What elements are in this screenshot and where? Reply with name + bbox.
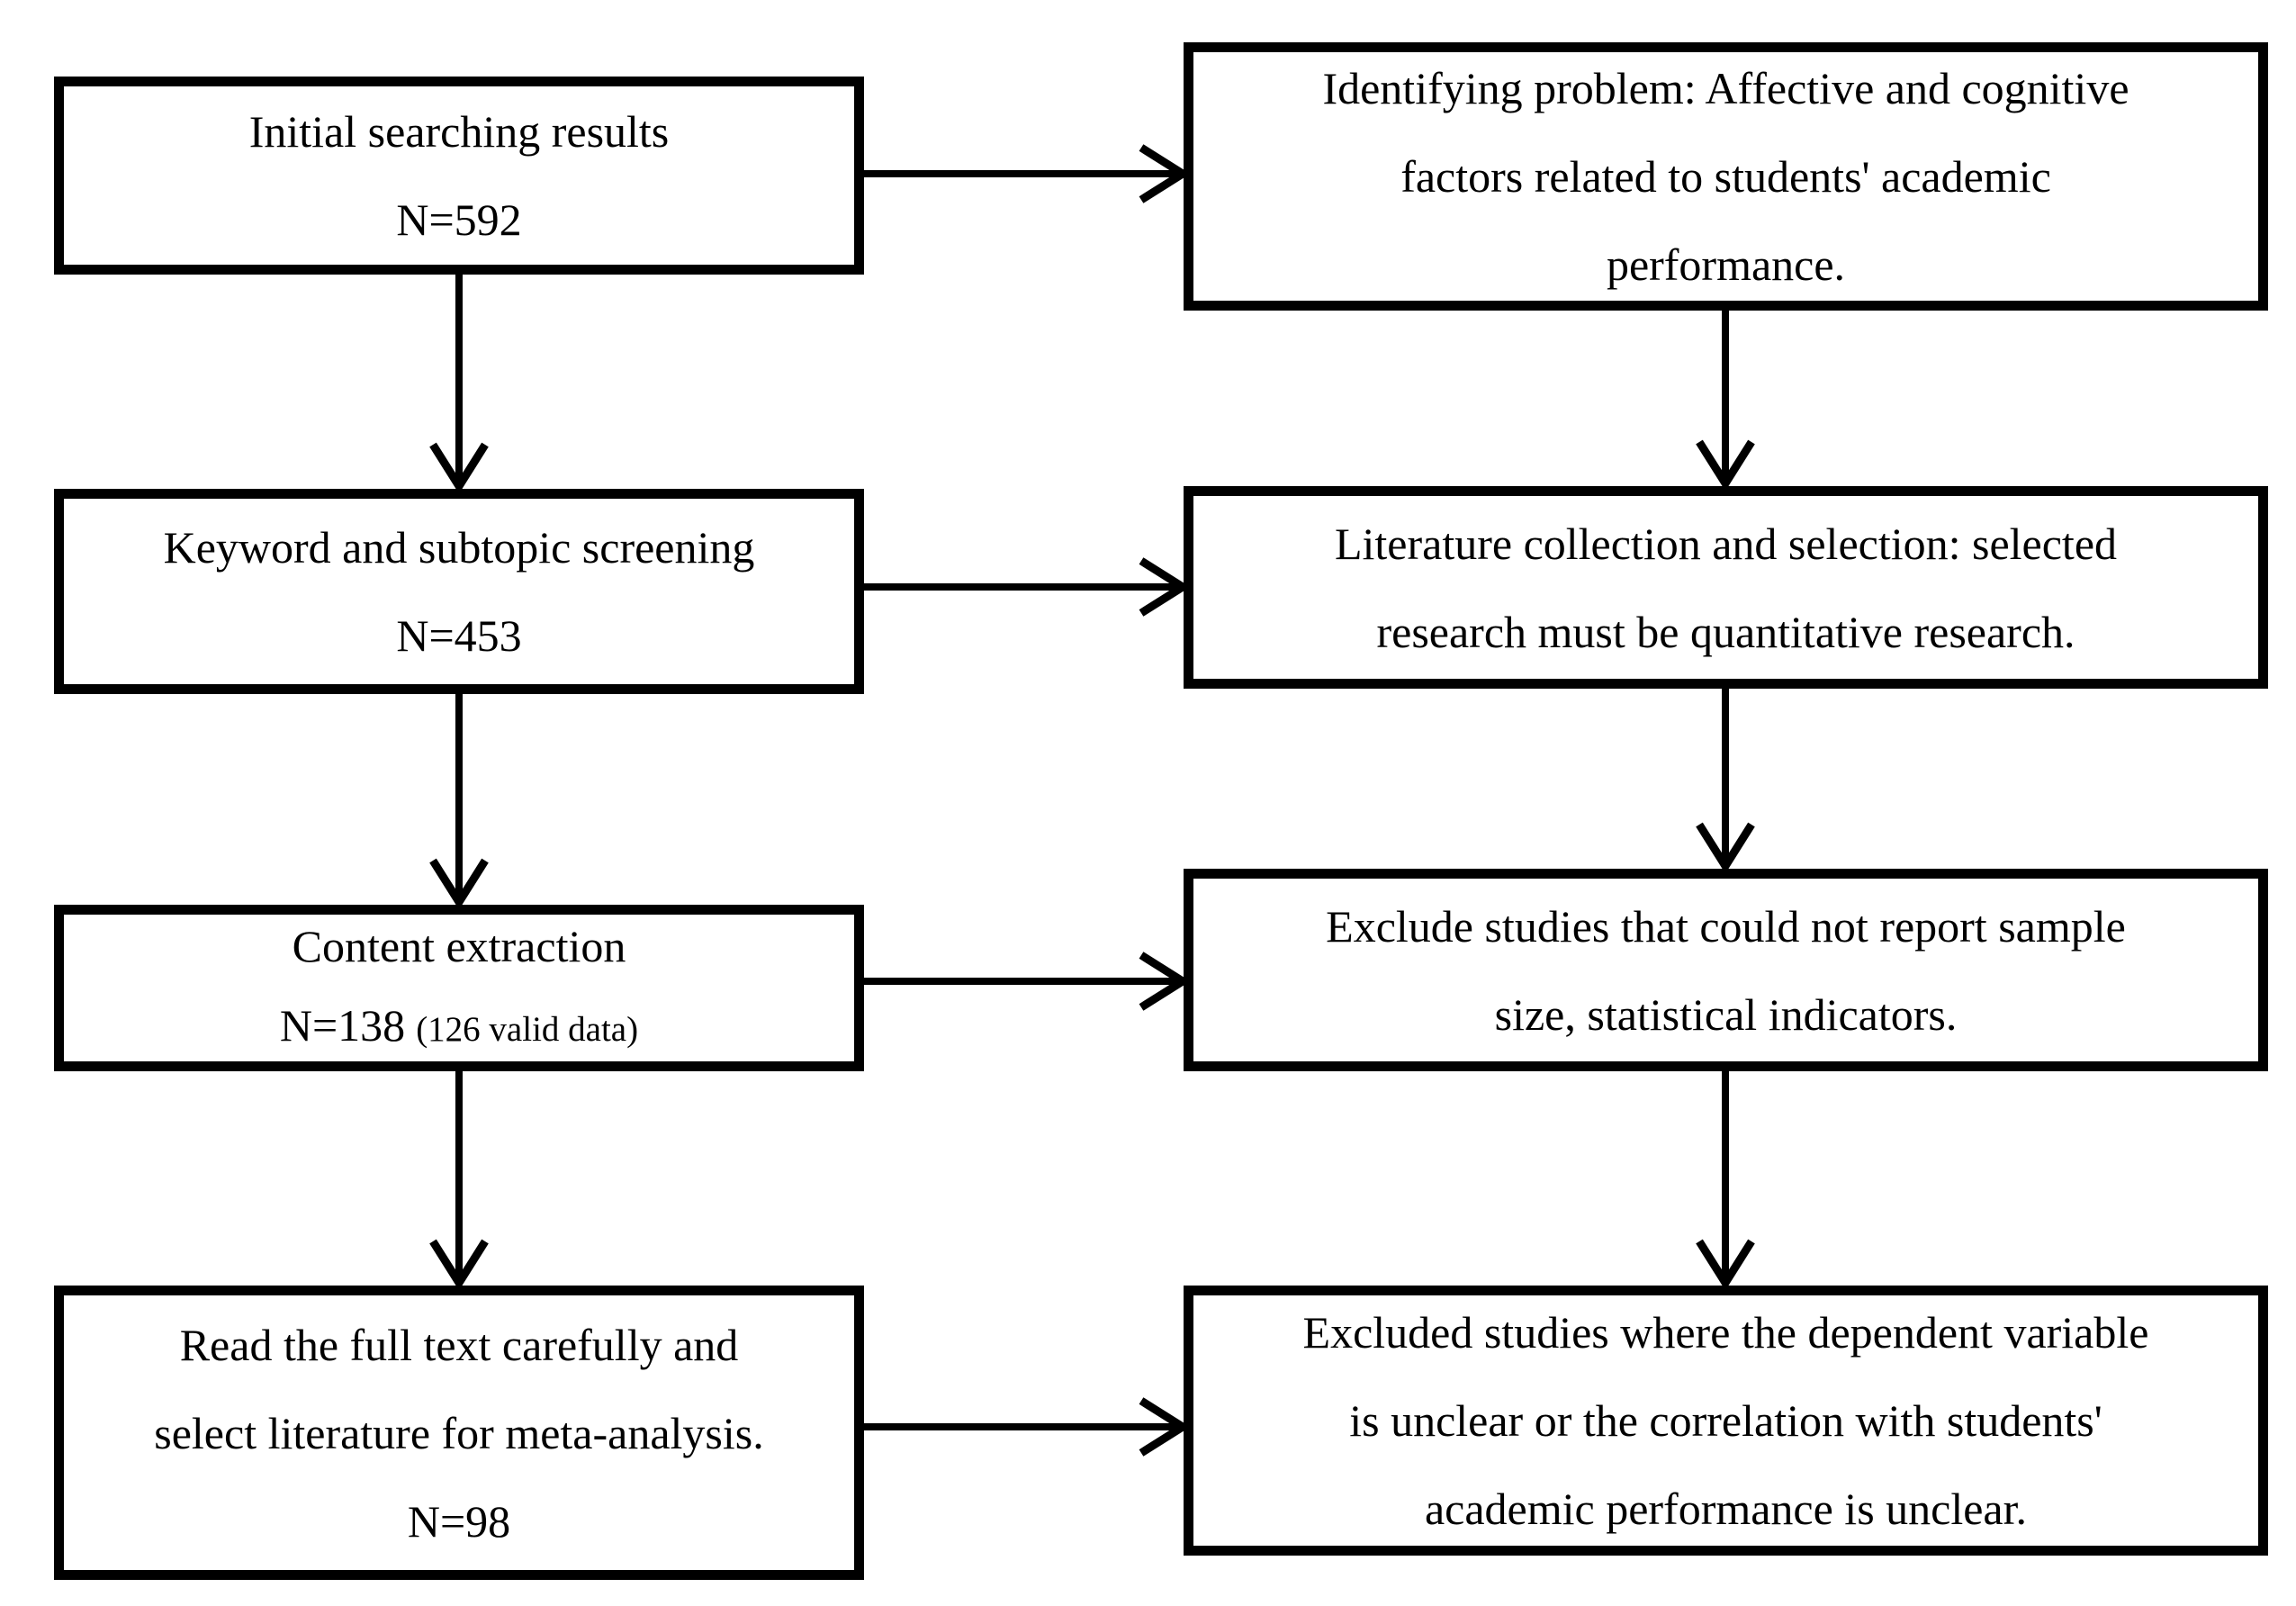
box-text-line: select literature for meta-analysis. — [154, 1407, 764, 1458]
box-exclude-studies: Exclude studies that could not report sa… — [1184, 869, 2268, 1071]
box-text-line: Initial searching results — [248, 106, 670, 157]
box-text-line: Read the full text carefully and — [179, 1319, 739, 1370]
box-excluded-studies-dependent-variable: Excluded studies where the dependent var… — [1184, 1286, 2268, 1556]
box-text-line: size, statistical indicators. — [1494, 988, 1958, 1040]
arrowhead-down-icon — [429, 858, 489, 910]
box-text-line: Identifying problem: Affective and cogni… — [1322, 63, 2129, 113]
arrow-initial-to-keyword — [429, 270, 489, 494]
arrowhead-down-icon — [429, 1239, 489, 1291]
box-text-line: Literature collection and selection: sel… — [1334, 518, 2118, 569]
arrowhead-right-icon — [1139, 1397, 1191, 1457]
arrowhead-right-icon — [1139, 557, 1191, 617]
box-keyword-subtopic-screening: Keyword and subtopic screening N=453 — [54, 489, 864, 694]
box-initial-searching-results: Initial searching results N=592 — [54, 77, 864, 275]
box-identifying-problem: Identifying problem: Affective and cogni… — [1184, 42, 2268, 311]
box-text-line: performance. — [1606, 239, 1846, 290]
arrow-content-to-exclude — [857, 952, 1191, 1011]
box-text-line: Exclude studies that could not report sa… — [1326, 900, 2126, 952]
arrowhead-down-icon — [1696, 822, 1755, 874]
box-count-line: N=98 — [407, 1495, 511, 1547]
box-count-note: (126 valid data) — [416, 1010, 639, 1049]
box-read-full-text: Read the full text carefully and select … — [54, 1286, 864, 1580]
box-text-line: research must be quantitative research. — [1376, 606, 2075, 657]
box-content-extraction: Content extraction N=138 (126 valid data) — [54, 905, 864, 1071]
arrow-literature-to-exclude — [1696, 684, 1755, 874]
arrowhead-down-icon — [429, 442, 489, 494]
box-text-line: factors related to students' academic — [1400, 151, 2051, 202]
box-text-line: academic performance is unclear. — [1424, 1484, 2028, 1534]
arrowhead-right-icon — [1139, 144, 1191, 203]
box-text-line: Keyword and subtopic screening — [163, 522, 755, 573]
box-count-line: N=592 — [396, 194, 522, 245]
arrow-readfull-to-excluded — [857, 1397, 1191, 1457]
arrow-content-to-readfull — [429, 1067, 489, 1291]
arrowhead-down-icon — [1696, 1239, 1755, 1291]
box-count-value: N=138 — [279, 1000, 406, 1051]
arrowhead-down-icon — [1696, 439, 1755, 492]
box-text-line: Content extraction — [292, 921, 626, 971]
arrowhead-right-icon — [1139, 952, 1191, 1011]
arrow-keyword-to-literature — [857, 557, 1191, 617]
arrow-identifying-to-literature — [1696, 306, 1755, 492]
box-text-line: Excluded studies where the dependent var… — [1302, 1307, 2149, 1358]
arrow-initial-to-identifying — [857, 144, 1191, 203]
arrow-exclude-to-excluded — [1696, 1067, 1755, 1291]
box-text-line: is unclear or the correlation with stude… — [1349, 1395, 2102, 1446]
box-count-line: N=138 (126 valid data) — [280, 986, 638, 1069]
arrow-keyword-to-content — [429, 690, 489, 910]
box-literature-collection-selection: Literature collection and selection: sel… — [1184, 486, 2268, 689]
box-count-line: N=453 — [396, 610, 522, 661]
